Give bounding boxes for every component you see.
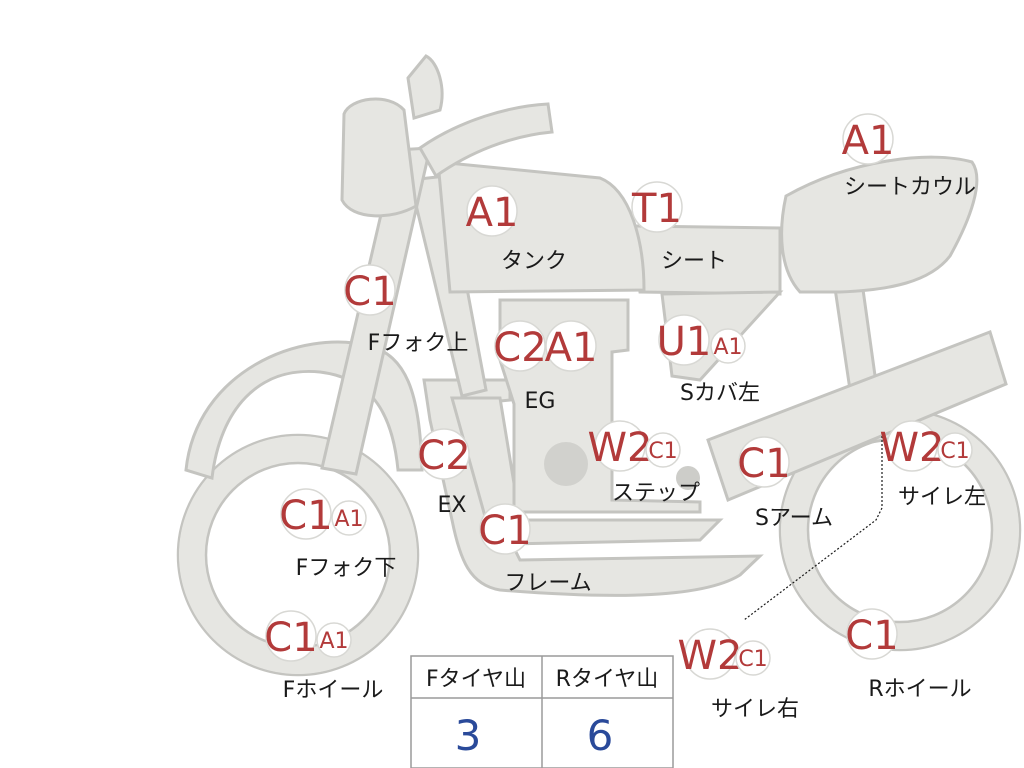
grade-badge [265,610,317,662]
grade-text-small: C1 [940,439,969,464]
callout-f-wheel[interactable]: C1 A1 Fホイール [264,610,384,703]
front-wheel-rim [179,436,417,674]
grade-text-small: C1 [648,439,677,464]
grade-text: T1 [631,186,682,232]
part-label: タンク [501,249,567,274]
part-label: Fフォク上 [368,331,469,356]
engine-cover-circle [544,442,588,486]
grade-badge [842,113,894,165]
grade-badge [886,420,938,472]
callout-f-fork-lower[interactable]: C1 A1 Fフォク下 [279,488,397,581]
callout-r-wheel[interactable]: C1 Rホイール [845,608,972,702]
grade-badge [594,420,646,472]
grade-badge [684,628,736,680]
grade-badge [466,185,518,237]
grade-badge-small [937,432,973,468]
table-value-rear-tire: 6 [587,711,614,760]
grade-text: C1 [279,493,332,539]
grade-badge [846,608,898,660]
callout-engine[interactable]: C2 A1 EG [493,320,598,414]
grade-text: C1 [845,613,898,659]
grade-text: A1 [466,190,519,236]
table-header-rear-tire: Rタイヤ山 [556,667,659,692]
table-header-front-tire: Fタイヤ山 [426,667,526,692]
grade-text: W2 [588,425,653,471]
grade-badge [658,314,710,366]
grade-badge [631,181,683,233]
grade-text: C1 [478,508,531,554]
part-label: Rホイール [868,677,971,702]
part-label: Sカバ左 [680,381,760,406]
callout-swing-arm[interactable]: C1 Sアーム [737,436,833,531]
part-callouts: A1 シートカウル A1 タンク T1 シート C1 Fフォク上 C2 A1 E… [264,113,987,722]
part-label: Fホイール [283,678,384,703]
callout-step[interactable]: W2 C1 ステップ [588,420,701,506]
callout-exhaust[interactable]: C2 EX [417,428,471,518]
grade-text: A1 [545,325,598,371]
callout-muffler-left[interactable]: W2 C1 サイレ左 [880,420,987,510]
grade-text-small: A1 [334,507,363,532]
front-wheel-outer-edge [176,433,420,677]
grade-badge-small [316,622,352,658]
part-label: フレーム [504,571,591,596]
grade-text: C1 [343,269,396,315]
callout-frame[interactable]: C1 フレーム [478,503,592,596]
grade-text-small: C1 [738,647,767,672]
part-label: ステップ [612,481,700,506]
callout-seat-cowl[interactable]: A1 シートカウル [842,113,976,200]
part-label: サイレ右 [711,697,799,722]
part-label: シートカウル [844,175,976,200]
part-label: Sアーム [755,506,833,531]
headlight-shape [340,97,418,218]
grade-badge [738,436,790,488]
table-value-front-tire: 3 [455,711,482,760]
grade-text-small: A1 [713,335,742,360]
grade-text: W2 [880,425,945,471]
grade-badge [418,428,470,480]
part-label: EX [438,493,467,518]
grade-badge [280,488,332,540]
grade-text: C1 [737,441,790,487]
grade-badge [545,320,597,372]
callout-side-cover-left[interactable]: U1 A1 Sカバ左 [657,314,760,406]
tire-tread-table: Fタイヤ山 Rタイヤ山 3 6 [410,655,674,768]
part-label: サイレ左 [898,485,986,510]
part-label: EG [525,389,556,414]
grade-text: C1 [264,615,317,661]
grade-badge [494,320,546,372]
part-label: シート [661,249,727,274]
grade-text-small: A1 [319,629,348,654]
seat-cowl-shape [780,155,979,294]
grade-badge-small [645,432,681,468]
callout-muffler-right[interactable]: W2 C1 サイレ右 [678,628,800,722]
part-label: Fフォク下 [296,556,397,581]
grade-text: C2 [417,433,470,479]
handlebar-shape [418,102,554,179]
grade-badge [344,264,396,316]
grade-badge-small [710,328,746,364]
grade-text: W2 [678,633,743,679]
grade-badge-small [331,500,367,536]
grade-text: U1 [657,319,712,365]
callout-tank[interactable]: A1 タンク [466,185,567,274]
callout-seat[interactable]: T1 シート [631,181,727,274]
muffler-leader-line [743,432,883,621]
callout-f-fork-upper[interactable]: C1 Fフォク上 [343,264,469,356]
grade-text: C2 [493,325,546,371]
grade-text: A1 [842,118,895,164]
mirror-shape [406,54,444,120]
footpeg-knob [676,466,700,490]
grade-badge-small [735,640,771,676]
grade-badge [479,503,531,555]
